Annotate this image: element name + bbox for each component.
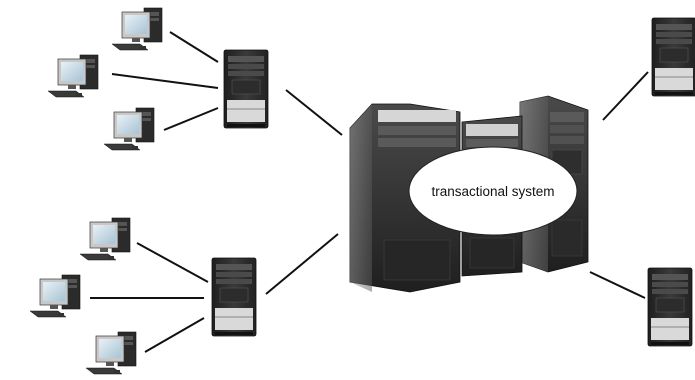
connector-cluster-remote-bottom: [589, 271, 646, 299]
connector-lower-cluster: [265, 233, 339, 295]
connector-lines: [90, 31, 649, 353]
connector-client4-lower: [136, 242, 209, 283]
connector-client6-lower: [144, 317, 205, 353]
server-tower-upper: [223, 49, 269, 129]
connector-client2-upper: [111, 73, 219, 89]
remote-server-bottom: [647, 267, 693, 347]
client-computer-4: [79, 217, 131, 261]
connector-client3-upper: [163, 107, 219, 131]
remote-server-top: [651, 17, 695, 97]
server-tower-lower: [211, 257, 257, 337]
client-computer-5: [29, 274, 81, 318]
client-computer-6: [85, 331, 137, 375]
client-computer-3: [103, 107, 155, 151]
connector-client1-upper: [169, 31, 219, 63]
connector-cluster-remote-top: [602, 71, 649, 121]
transactional-system-ellipse: [408, 146, 578, 236]
client-computer-1: [111, 7, 163, 51]
transactional-system-label: transactional system: [431, 184, 554, 199]
connector-upper-cluster: [285, 89, 343, 136]
client-computer-2: [47, 54, 99, 98]
